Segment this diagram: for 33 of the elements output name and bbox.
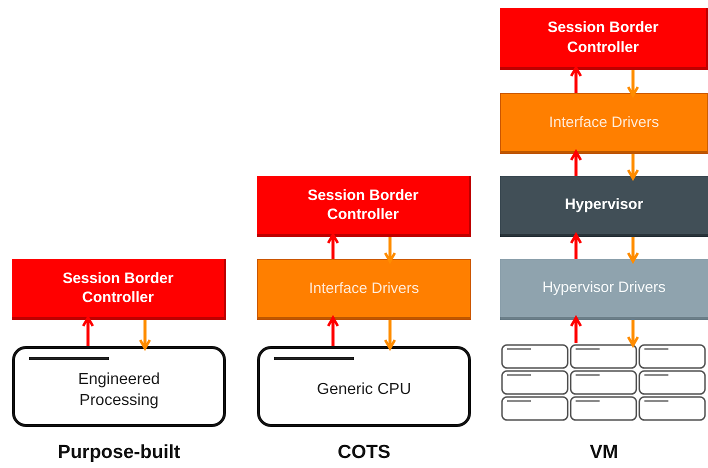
hypervisor-box <box>500 176 708 237</box>
arrow <box>626 237 640 263</box>
arrow <box>626 70 640 97</box>
arrow <box>570 316 582 343</box>
server-rack-drawing <box>500 343 708 423</box>
drivers-box <box>257 259 471 320</box>
arrow <box>626 320 640 347</box>
controller-box <box>500 8 708 70</box>
controller-box <box>257 176 471 237</box>
column-title: Purpose-built <box>58 442 180 464</box>
node-label: Interface Drivers <box>308 278 420 298</box>
processor-box <box>12 346 226 427</box>
node-label: Session Border Controller <box>306 186 420 224</box>
node-label: Generic CPU <box>316 380 412 400</box>
drivers-box <box>500 93 708 154</box>
node-label: Engineered Processing <box>77 370 161 410</box>
arrow <box>626 154 640 180</box>
drivers-box <box>500 259 708 320</box>
arrow <box>138 320 152 350</box>
node-label: Hypervisor <box>564 195 644 215</box>
node-label: Session Border Controller <box>546 18 660 57</box>
column-title: COTS <box>338 442 390 464</box>
arrow <box>384 237 396 263</box>
arrow <box>570 150 582 176</box>
arrow <box>326 316 340 346</box>
arrow <box>570 233 582 259</box>
arrow <box>384 320 396 350</box>
processor-box <box>257 346 471 427</box>
column-title: VM <box>590 442 618 464</box>
node-label: Hypervisor Drivers <box>541 278 667 298</box>
node-label: Interface Drivers <box>548 112 660 132</box>
node-label: Session Border Controller <box>62 268 174 308</box>
controller-box <box>12 259 226 320</box>
